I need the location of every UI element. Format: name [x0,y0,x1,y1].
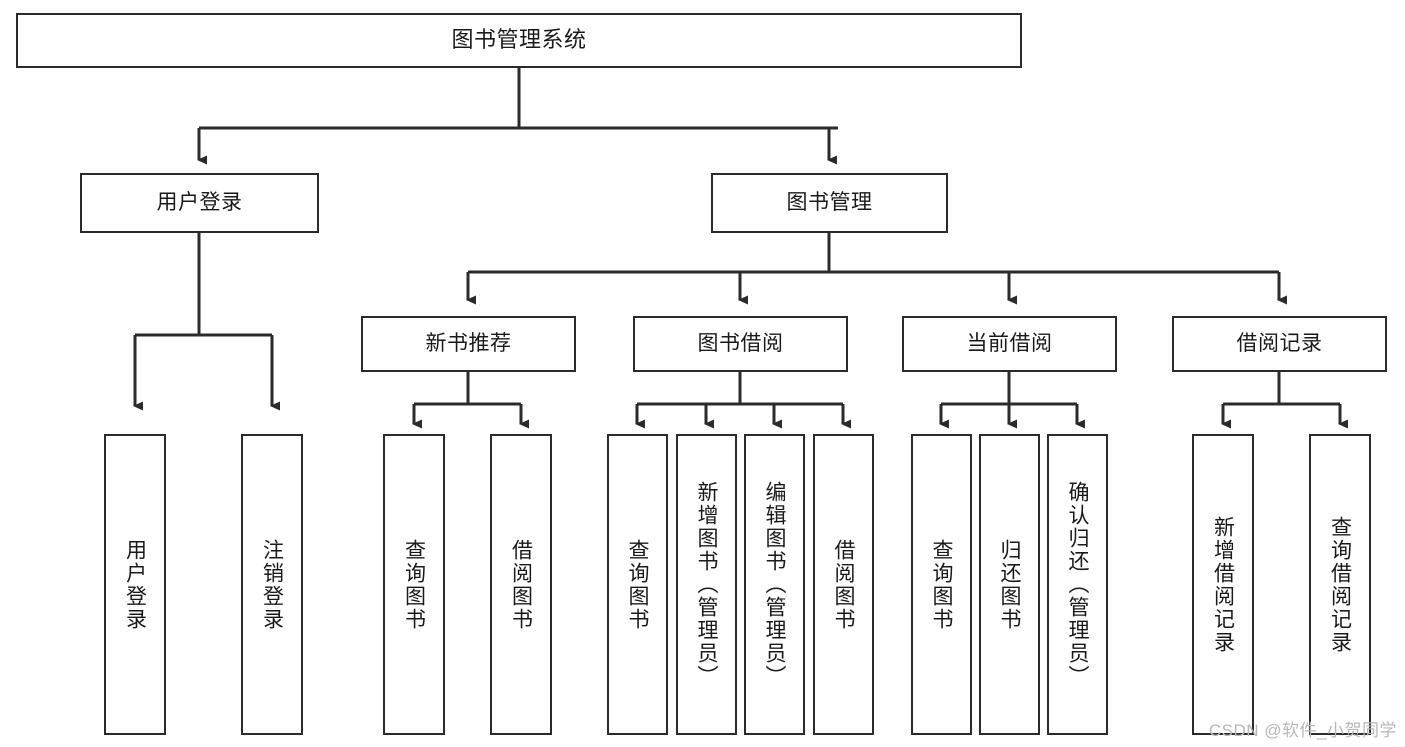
leaf-user-login[interactable]: 用户登录 [104,434,166,735]
node-label: 查询图书 [402,538,426,631]
node-label: 借阅图书 [509,538,533,631]
node-label: 编辑图书（管理员） [763,481,786,688]
node-label: 新增借阅记录 [1211,515,1235,654]
leaf-add-borrow-record[interactable]: 新增借阅记录 [1192,434,1254,735]
node-current-borrow[interactable]: 当前借阅 [902,316,1117,372]
node-label: 归还图书 [998,538,1021,631]
node-book-borrow[interactable]: 图书借阅 [633,316,848,372]
leaf-query-book-current[interactable]: 查询图书 [911,434,972,735]
node-label: 用户登录 [156,191,243,215]
node-new-book-recommend[interactable]: 新书推荐 [361,316,576,372]
node-label: 图书借阅 [697,332,784,356]
leaf-borrow-book[interactable]: 借阅图书 [813,434,874,735]
node-label: 确认归还（管理员） [1066,481,1089,688]
leaf-add-book-admin[interactable]: 新增图书（管理员） [676,434,737,735]
node-book-manage[interactable]: 图书管理 [711,173,948,233]
node-label: 用户登录 [123,538,147,631]
node-label: 图书管理 [786,191,873,215]
node-user-login[interactable]: 用户登录 [80,173,319,233]
node-label: 当前借阅 [966,332,1053,356]
node-label: 新书推荐 [425,332,512,356]
node-label: 借阅图书 [832,538,855,631]
leaf-query-book-recommend[interactable]: 查询图书 [383,434,445,735]
node-label: 新增图书（管理员） [695,481,718,688]
node-label: 图书管理系统 [451,27,587,53]
node-label: 借阅记录 [1236,332,1323,356]
leaf-query-book-borrow[interactable]: 查询图书 [607,434,668,735]
leaf-logout-login[interactable]: 注销登录 [241,434,303,735]
node-label: 查询图书 [930,538,953,631]
node-label: 注销登录 [260,538,284,631]
node-borrow-record[interactable]: 借阅记录 [1172,316,1387,372]
leaf-return-book[interactable]: 归还图书 [979,434,1040,735]
node-label: 查询图书 [626,538,649,631]
node-label: 查询借阅记录 [1328,515,1352,654]
leaf-edit-book-admin[interactable]: 编辑图书（管理员） [744,434,805,735]
leaf-query-borrow-record[interactable]: 查询借阅记录 [1309,434,1371,735]
csdn-watermark: CSDN @软件_小贺同学 [1208,721,1397,740]
leaf-confirm-return-admin[interactable]: 确认归还（管理员） [1047,434,1108,735]
node-root-book-management-system[interactable]: 图书管理系统 [16,13,1022,68]
leaf-borrow-book-recommend[interactable]: 借阅图书 [490,434,552,735]
